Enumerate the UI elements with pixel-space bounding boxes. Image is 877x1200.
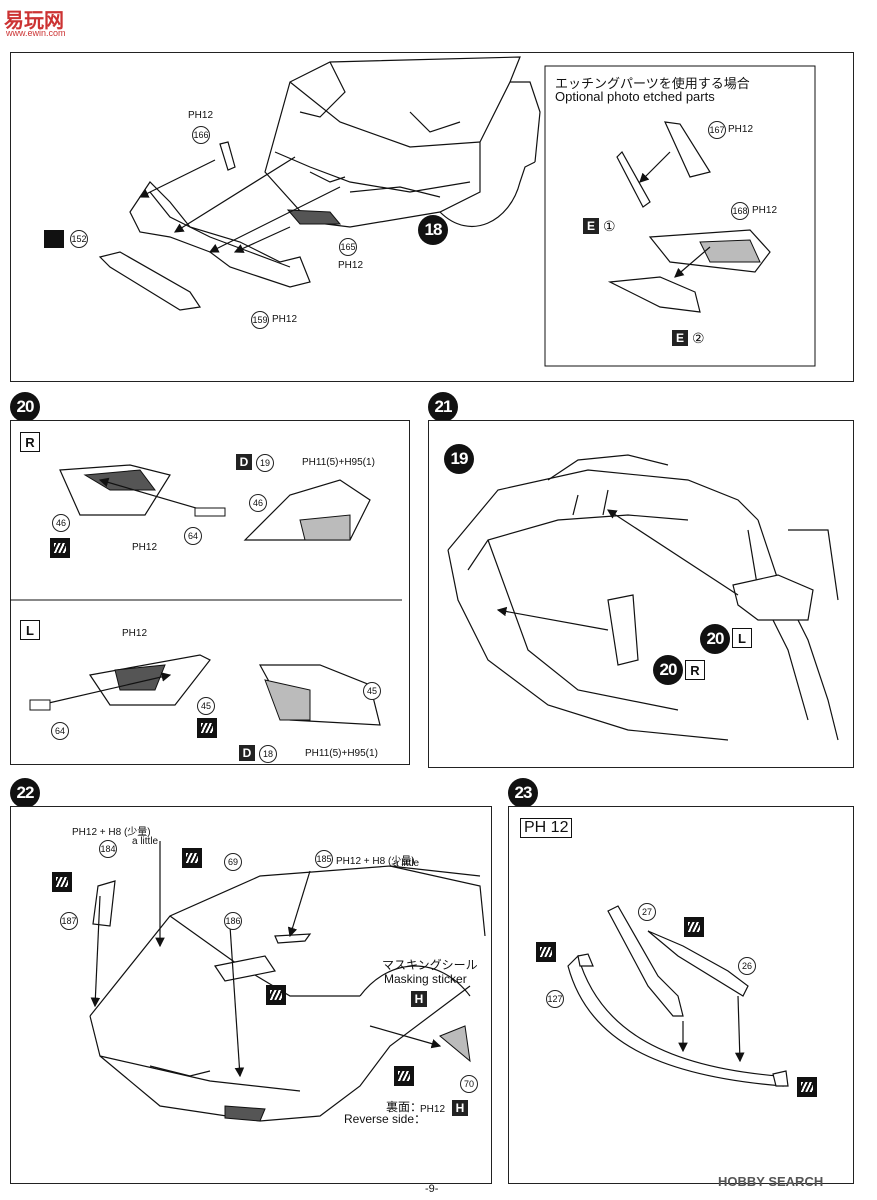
part-168-label: 168 [731,202,749,220]
cement-icon-187 [52,872,72,892]
part-64-label-L: 64 [51,722,69,740]
cement-icon-26 [684,917,704,937]
part-46-label-b: 46 [249,494,267,512]
step20-L-decal-num: 18 [259,745,277,763]
step22-a-little-184: a little [132,836,159,847]
part-159-label: 159 [251,311,269,329]
masking-en: Masking sticker [384,972,467,986]
step21-drawing [447,454,839,741]
step20-divider [10,464,402,726]
step18-drawing [98,56,816,367]
part-187-label: 187 [60,912,78,930]
step21-20R-num: 20 [653,655,683,685]
decal-e2-icon: E [672,330,688,346]
step18-paint-165: PH12 [338,260,364,271]
decal-e2-num: ② [692,330,705,346]
masking-sticker-icon: H [411,991,427,1007]
step23-number: 23 [508,778,538,808]
part-166-label: 166 [192,126,210,144]
step23-panel [508,806,854,1184]
part-45-label-b: 45 [363,682,381,700]
reverse-en: Reverse side： [344,1112,427,1126]
part-27-label: 27 [638,903,656,921]
step20-R-label: R [20,432,40,452]
step22-drawing [89,841,486,1122]
watermark-url: www.ewin.com [6,28,66,38]
step22-a-little-185: a little [393,858,420,869]
cement-icon-127 [536,942,556,962]
decal-e1-num: ① [603,218,616,234]
page-number: -9- [425,1183,439,1195]
part-186-label: 186 [224,912,242,930]
step21-R-label: R [685,660,705,680]
inset-title-jp: エッチングパーツを使用する場合 [555,76,750,91]
step21-L-label: L [732,628,752,648]
inset-paint-167: PH12 [728,124,754,135]
step20-R-paint-code: PH11(5)+H95(1) [302,457,375,468]
step22-number: 22 [10,778,40,808]
step20-L-decal-icon: D [239,745,255,761]
step23-paint-tag-text: PH 12 [524,819,569,836]
inset-paint-168: PH12 [752,205,778,216]
reverse-masking-icon: H [452,1100,468,1116]
part-70-label: 70 [460,1075,478,1093]
step20-number: 20 [10,392,40,422]
footer-brand-text: HOBBY SEARCH [718,1174,824,1189]
watermark-logo: 易玩网 [4,4,64,33]
part-26-label: 26 [738,957,756,975]
cement-icon-R [50,538,70,558]
part-127-label: 127 [546,990,564,1008]
part-64-label-R: 64 [184,527,202,545]
step18-paint-159: PH12 [272,314,298,325]
step20-R-paint: PH12 [132,542,158,553]
cement-icon-70 [394,1066,414,1086]
part-184-label: 184 [99,840,117,858]
step20-L-paint-code: PH11(5)+H95(1) [305,748,378,759]
step18-silver-icon [44,230,64,248]
step22-paint-184: PH12 + H8 (少量) [72,827,151,838]
watermark-logo-text: 易玩网 [4,10,64,32]
part-167-label: 167 [708,121,726,139]
cement-icon-69 [182,848,202,868]
step22-paint-185: PH12 + H8 (少量) [336,856,415,867]
part-165-label: 165 [339,238,357,256]
part-69-label: 69 [224,853,242,871]
part-185-label: 185 [315,850,333,868]
step20-L-label: L [20,620,40,640]
step21-part19-label: 19 [444,444,474,474]
cement-icon-186 [266,985,286,1005]
step23-drawing [567,905,789,1087]
decal-e1-icon: E [583,218,599,234]
step21-number: 21 [428,392,458,422]
step20-L-paint: PH12 [122,628,148,639]
part-45-label-a: 45 [197,697,215,715]
masking-jp: マスキングシール [382,958,478,972]
reverse-paint: PH12 [420,1104,446,1115]
inset-title-en: Optional photo etched parts [555,89,715,104]
step18-paint-166: PH12 [188,110,214,121]
step23-paint-tag: PH 12 [520,818,573,838]
part-152-label: 152 [70,230,88,248]
cement-icon-L [197,718,217,738]
part-46-label-a: 46 [52,514,70,532]
step20-R-decal-icon: D [236,454,252,470]
reverse-jp: 裏面： [386,1100,423,1114]
cement-icon-23 [797,1077,817,1097]
step21-20L-num: 20 [700,624,730,654]
footer-brand: HOBBY SEARCH [718,1174,823,1189]
step18-number: 18 [418,215,448,245]
step20-R-decal-num: 19 [256,454,274,472]
